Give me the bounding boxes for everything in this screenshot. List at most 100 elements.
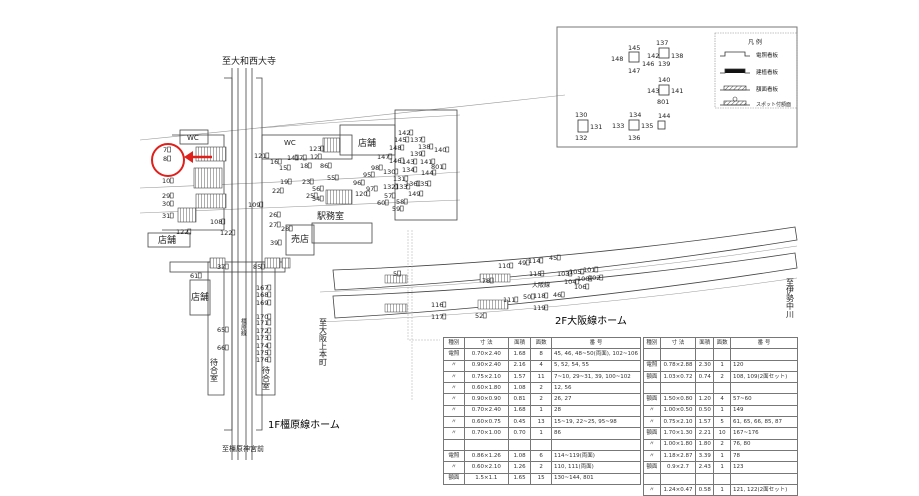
sign-number: 96 xyxy=(353,179,361,187)
shop-left-label: 店舗 xyxy=(158,234,176,246)
table-cell: 78 xyxy=(730,449,798,463)
table-cell: 0.78×2.88 xyxy=(659,359,697,372)
sign-number: 37 xyxy=(217,263,225,271)
sign-marker xyxy=(267,342,272,349)
osaka-platforms xyxy=(319,226,798,323)
legend-items: 電照看板 建植看板 額面看板 スポット付額面 xyxy=(720,51,791,108)
table-cell: 12, 56 xyxy=(551,382,641,395)
sign-number: 29 xyxy=(162,192,170,200)
table-cell: 61, 65, 66, 85, 87 xyxy=(730,416,798,429)
sign-number: 116 xyxy=(431,301,443,309)
highlight-arrow-icon xyxy=(184,151,212,163)
table-cell: 1.5×1.1 xyxy=(463,472,509,485)
sign-number: 108 xyxy=(210,218,222,226)
table-header-row: 種別 寸 法 面積 面数 番 号 xyxy=(643,336,798,350)
sign-marker xyxy=(288,225,293,232)
table-cell: 1 xyxy=(713,449,731,463)
table-cell: 0.45 xyxy=(507,416,532,429)
table-cell xyxy=(530,438,552,451)
sign-number: 138 xyxy=(418,143,430,151)
waiting-room-left-label: 待合室 xyxy=(210,357,219,382)
sign-number: 58 xyxy=(396,198,404,206)
direction-east: 至伊勢中川 xyxy=(786,278,795,318)
sign-number: 8 xyxy=(163,155,167,163)
sign-marker xyxy=(419,190,424,197)
sign-number: 12 xyxy=(310,153,318,161)
table-cell xyxy=(713,472,731,485)
station-office-label: 駅務室 xyxy=(317,210,344,222)
sign-marker xyxy=(540,270,545,277)
shop-lower-label: 店舗 xyxy=(191,291,209,303)
table-cell: 121, 122(2面セット) xyxy=(730,483,798,496)
sign-marker xyxy=(317,153,322,160)
sign-marker xyxy=(445,146,450,153)
sign-number: 54 xyxy=(312,195,320,203)
sign-marker xyxy=(276,221,281,228)
sign-number: 111 xyxy=(503,296,515,304)
sign-marker xyxy=(544,292,549,299)
sign-marker xyxy=(409,129,414,136)
table-cell: 0.90×0.90 xyxy=(463,393,509,406)
sign-marker xyxy=(267,334,272,341)
table-cell: 28 xyxy=(551,404,641,418)
table-cell xyxy=(730,348,798,361)
table-cell: 2 xyxy=(530,382,552,395)
table-cell xyxy=(643,472,661,485)
legend-title: 凡 例 xyxy=(748,38,762,46)
table-cell: 〃 xyxy=(443,416,465,429)
table-cell: 2.16 xyxy=(507,359,532,372)
sign-number: 55 xyxy=(327,174,335,182)
pillar-number: 147 xyxy=(628,67,640,75)
table-cell: 0.81 xyxy=(507,393,532,406)
table-cell: 0.60×1.80 xyxy=(463,382,509,395)
table-cell: 1 xyxy=(713,483,731,496)
sign-number: 114 xyxy=(528,257,540,265)
sign-marker xyxy=(167,146,171,153)
sign-marker xyxy=(167,155,171,162)
sign-number: 104 xyxy=(564,278,576,286)
sign-marker xyxy=(259,201,264,208)
pillar-number: 133 xyxy=(612,122,624,130)
sign-number: 134 xyxy=(402,166,414,174)
table-cell: 〃 xyxy=(443,393,465,406)
sign-number: 801 xyxy=(431,163,443,171)
sign-marker xyxy=(187,228,192,235)
sign-number: 174 xyxy=(256,342,268,350)
pillar-number: 148 xyxy=(611,55,623,63)
sign-marker xyxy=(416,180,421,187)
table-cell: 〃 xyxy=(443,427,465,440)
table-cell: 2.43 xyxy=(695,461,715,474)
sign-marker xyxy=(267,299,272,306)
sign-number: 119 xyxy=(533,304,545,312)
sign-marker xyxy=(302,154,307,161)
sign-number: 18 xyxy=(300,162,308,170)
sign-marker xyxy=(320,145,325,152)
sign-marker xyxy=(277,158,282,165)
table-cell: 0.60×0.75 xyxy=(463,416,509,429)
table-cell: 0.86×1.26 xyxy=(463,449,509,463)
table-cell: 4 xyxy=(530,359,552,372)
table-cell: 7~10, 29~31, 39, 100~102 xyxy=(551,370,641,384)
table-cell: 149 xyxy=(730,404,798,418)
wc-right-label: WC xyxy=(284,139,296,147)
sign-number: 147 xyxy=(377,153,389,161)
sign-number: 22 xyxy=(272,187,280,195)
table-cell: 5 xyxy=(713,416,731,429)
sign-number: 175 xyxy=(256,349,268,357)
table-cell: 0.74 xyxy=(695,370,715,384)
sign-marker xyxy=(267,313,272,320)
table-cell xyxy=(695,472,715,485)
table-cell: 2.30 xyxy=(695,359,715,372)
table-cell: 〃 xyxy=(643,438,661,451)
sign-number: 173 xyxy=(256,334,268,342)
sign-number: 100 xyxy=(577,275,589,283)
table-cell: 額面 xyxy=(643,393,661,406)
pillar-detail xyxy=(577,47,670,133)
table-cell: 1.57 xyxy=(507,370,532,384)
table-cell: 〃 xyxy=(443,382,465,395)
